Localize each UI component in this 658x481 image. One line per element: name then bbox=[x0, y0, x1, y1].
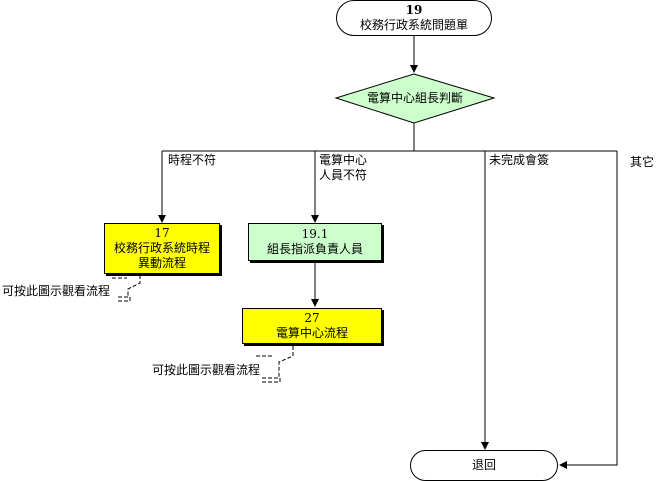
start-number: 19 bbox=[405, 3, 423, 17]
process-27[interactable]: 27 電算中心流程 bbox=[242, 308, 382, 344]
end-label: 退回 bbox=[471, 458, 496, 472]
end-terminator: 退回 bbox=[410, 450, 558, 481]
process-19-1: 19.1 組長指派負責人員 bbox=[248, 223, 382, 261]
process-27-number: 27 bbox=[304, 311, 320, 325]
process-17[interactable]: 17 校務行政系統時程 異動流程 bbox=[104, 223, 220, 274]
process-17-number: 17 bbox=[154, 226, 170, 240]
process-17-line2: 異動流程 bbox=[137, 256, 186, 270]
connector-other bbox=[559, 151, 618, 469]
process-27-line1: 電算中心流程 bbox=[275, 326, 348, 340]
branch-label-staff-2: 人員不符 bbox=[319, 168, 368, 182]
hint2-bracket bbox=[256, 346, 294, 383]
process-19-1-line1: 組長指派負責人員 bbox=[266, 242, 363, 256]
decision-label: 電算中心組長判斷 bbox=[366, 91, 463, 105]
process-19-1-number: 19.1 bbox=[301, 227, 329, 241]
branch-label-other: 其它 bbox=[630, 155, 655, 169]
start-terminator: 19 校務行政系統問題單 bbox=[336, 0, 492, 36]
process-17-line1: 校務行政系統時程 bbox=[113, 241, 210, 255]
start-title: 校務行政系統問題單 bbox=[359, 18, 468, 32]
branch-label-schedule: 時程不符 bbox=[168, 153, 217, 167]
branch-label-staff-1: 電算中心 bbox=[319, 153, 368, 167]
hint-view-flow-27[interactable]: 可按此圖示觀看流程 bbox=[152, 363, 261, 377]
hint1-bracket bbox=[112, 275, 141, 302]
hint-view-flow-17[interactable]: 可按此圖示觀看流程 bbox=[2, 284, 111, 298]
branch-label-incomplete: 未完成會簽 bbox=[489, 153, 550, 167]
